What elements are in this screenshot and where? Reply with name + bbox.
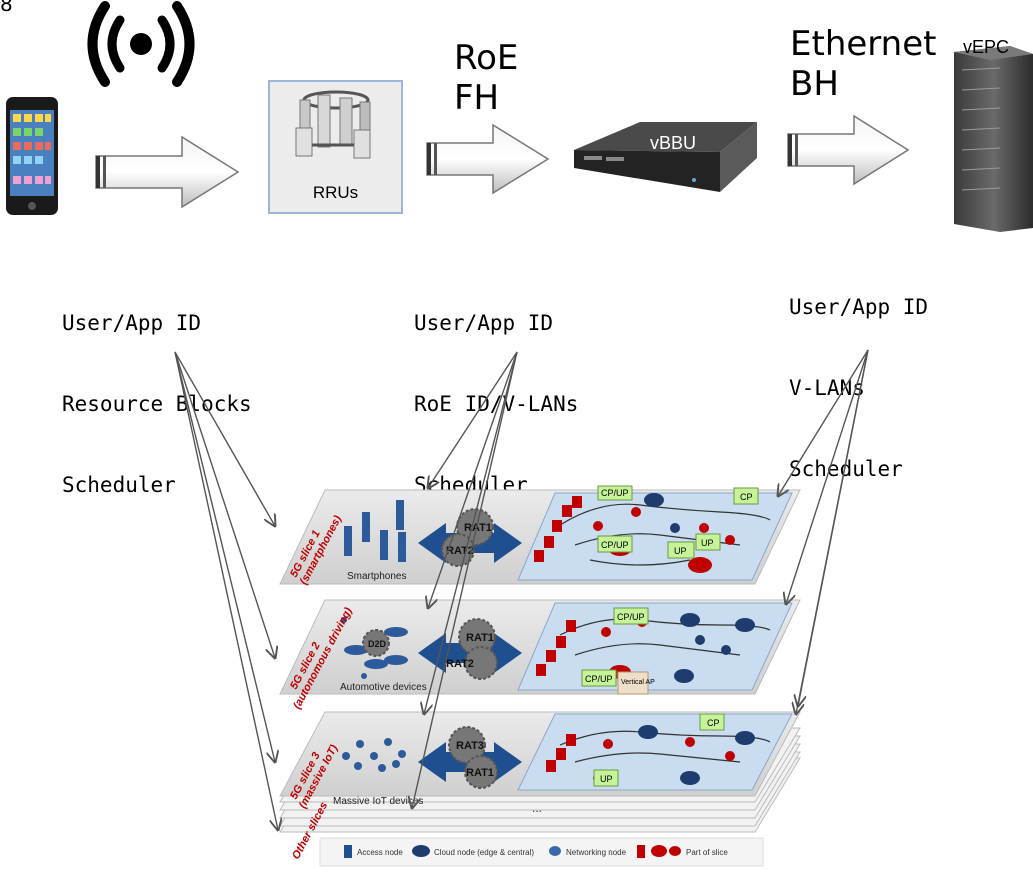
legend-part-of-slice-icon-3 [669,846,681,856]
legend-part-of-slice-icon-2 [651,845,667,857]
backhaul-param-1: User/App ID [789,295,929,319]
slice-1-box-5-label: CP [740,492,753,502]
slice-1-box-3 [667,541,695,559]
backhaul-label-line2: BH [790,64,839,104]
slice-3-box-2-label: UP [600,774,613,784]
slice-1-box-1-label: CP/UP [601,488,629,498]
slice-2-box-2-label: CP/UP [585,674,613,684]
legend-cloud-node: Cloud node (edge & central) [434,848,534,857]
rru-caption: RRUs [312,183,359,202]
slice-1-gear-a [456,508,494,546]
slice-2-box-1 [613,607,649,625]
slice-2-box-3 [617,671,649,695]
slice-1-box-4-label: UP [701,538,714,548]
radio-params: User/App ID Resource Blocks Scheduler [62,256,252,526]
slice-3-gear-b [464,755,498,789]
slice-3-gear-a [448,726,486,764]
connector-fh-slice-1 [428,351,518,488]
fronthaul-param-1: User/App ID [414,311,554,335]
slice-3-rat-b: RAT1 [466,767,494,779]
rru-image [268,80,403,214]
backhaul-param-2: V-LANs [789,376,865,400]
slice-2-devices-label: Automotive devices [340,682,427,693]
slice-3-platform [279,711,801,797]
automotive-devices [341,617,408,679]
connector-radio-slice-2 [174,351,275,658]
legend-networking-node: Networking node [566,848,627,857]
legend-networking-node-icon [549,846,561,856]
slice-1-gear-b [441,533,475,567]
fronthaul-label-line1: RoE [454,38,519,78]
slice-1-box-2 [597,535,633,553]
slice-2-box-2 [581,669,617,687]
connector-fh-slice-3 [424,351,518,714]
connector-bh-slice-1 [778,349,869,496]
vepc-label: vEPC [963,37,1010,57]
slice-1-box-4 [695,533,721,551]
connector-radio-slice-1 [174,351,275,526]
flow-arrow-3 [787,114,910,186]
legend-part-of-slice: Part of slice [686,848,728,857]
slice-2-rat-b: RAT2 [446,658,474,670]
other-slices-ellipsis: ... [532,801,542,815]
smartphone-icon [6,97,58,215]
backhaul-label: Ethernet BH [790,24,936,104]
d2d-gear [362,629,390,657]
slice-2-box-1-label: CP/UP [617,612,645,622]
smartphone-devices [344,500,406,562]
slice-3-box-1 [699,713,725,731]
radio-param-1: User/App ID [62,311,202,335]
slice-1-devices-label: Smartphones [347,571,406,582]
slice-2-gear-b [464,646,498,680]
slice-1-box-3-label: UP [674,546,687,556]
slice-3-rat-a: RAT3 [456,740,484,752]
vbbu-server-icon [574,122,757,192]
radio-param-3: Scheduler [62,473,176,497]
connector-radio-slice-3 [174,351,275,762]
d2d-label: D2D [368,639,387,649]
connector-radio-other [174,351,278,830]
slice-1-box-1 [597,485,633,501]
connector-bh-other [798,349,869,706]
slice-3-devices-label: Massive IoT devices [333,796,423,807]
legend-access-node-icon [344,845,352,858]
slice-3-box-1-label: CP [707,718,720,728]
connector-fh-slice-2 [428,351,518,608]
flow-arrow-2 [426,123,550,195]
network-chain-graphic [6,1,1033,232]
connector-arrows [174,349,869,830]
slice-2-gear-a [458,618,496,656]
slice-2-rat-a: RAT1 [466,632,494,644]
slice-1-box-2-label: CP/UP [601,540,629,550]
backhaul-label-line1: Ethernet [790,24,937,64]
slice-1-box-5 [733,487,759,505]
connector-bh-slice-2 [786,349,869,604]
fronthaul-label-line2: FH [454,78,500,118]
fronthaul-label: RoE FH [454,38,518,118]
vbbu-label: vBBU [650,133,697,153]
legend-access-node: Access node [357,848,403,857]
legend-cloud-node-icon [412,845,430,857]
corner-mark: 8 [0,0,13,16]
slice-2-box-3-label: Vertical AP [621,679,655,686]
legend-part-of-slice-icon-1 [637,845,645,858]
slice-1-platform [279,489,801,585]
radio-waves-icon [87,1,195,87]
iot-devices [342,738,406,772]
vepc-rack-icon [954,46,1033,232]
flow-arrow-1 [95,135,240,209]
slice-3-box-2 [593,769,619,787]
legend: Access node Cloud node (edge & central) … [319,837,764,867]
connector-fh-other [412,351,518,808]
